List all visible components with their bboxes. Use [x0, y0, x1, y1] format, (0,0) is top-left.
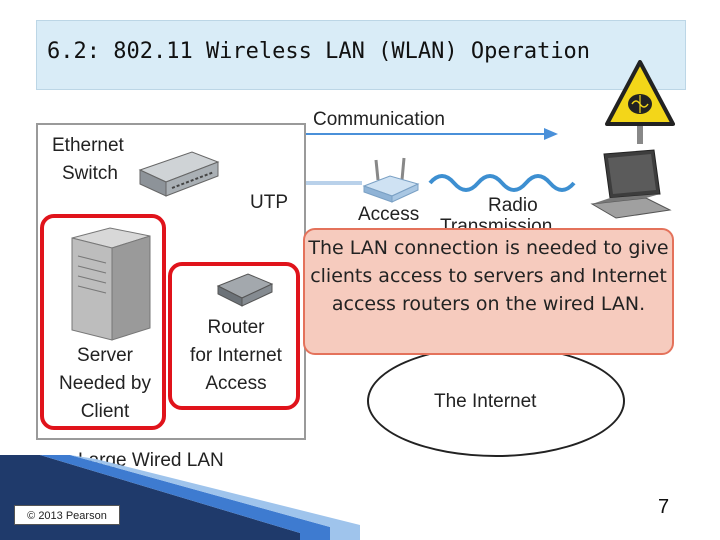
router-icon — [216, 273, 274, 307]
copyright-notice: © 2013 Pearson — [14, 505, 120, 525]
page-number: 7 — [658, 496, 670, 518]
ethernet-switch-icon — [138, 151, 220, 197]
router-highlight — [168, 262, 300, 410]
server-highlight — [40, 214, 166, 430]
footer-swoosh — [0, 455, 360, 540]
title-bar: 6.2: 802.11 Wireless LAN (WLAN) Operatio… — [36, 20, 686, 90]
callout-box: The LAN connection is needed to give cli… — [303, 228, 674, 355]
ethernet-switch-label: Ethernet Switch — [52, 135, 124, 184]
callout-text: The LAN connection is needed to give cli… — [308, 237, 669, 315]
utp-label: UTP — [250, 192, 288, 213]
radio-label: Radio — [488, 195, 538, 216]
server-label: Server Needed by Client — [59, 345, 151, 422]
warning-brain-icon — [605, 60, 675, 144]
access-label: Access — [358, 204, 420, 225]
router-label: Router for Internet Access — [190, 317, 282, 394]
internet-cloud — [367, 345, 625, 457]
server-icon — [71, 227, 151, 341]
access-point-icon — [362, 157, 420, 203]
slide-title: 6.2: 802.11 Wireless LAN (WLAN) Operatio… — [47, 39, 591, 64]
laptop-icon — [590, 149, 672, 219]
internet-label: The Internet — [434, 391, 537, 412]
communication-label: Communication — [313, 109, 445, 130]
